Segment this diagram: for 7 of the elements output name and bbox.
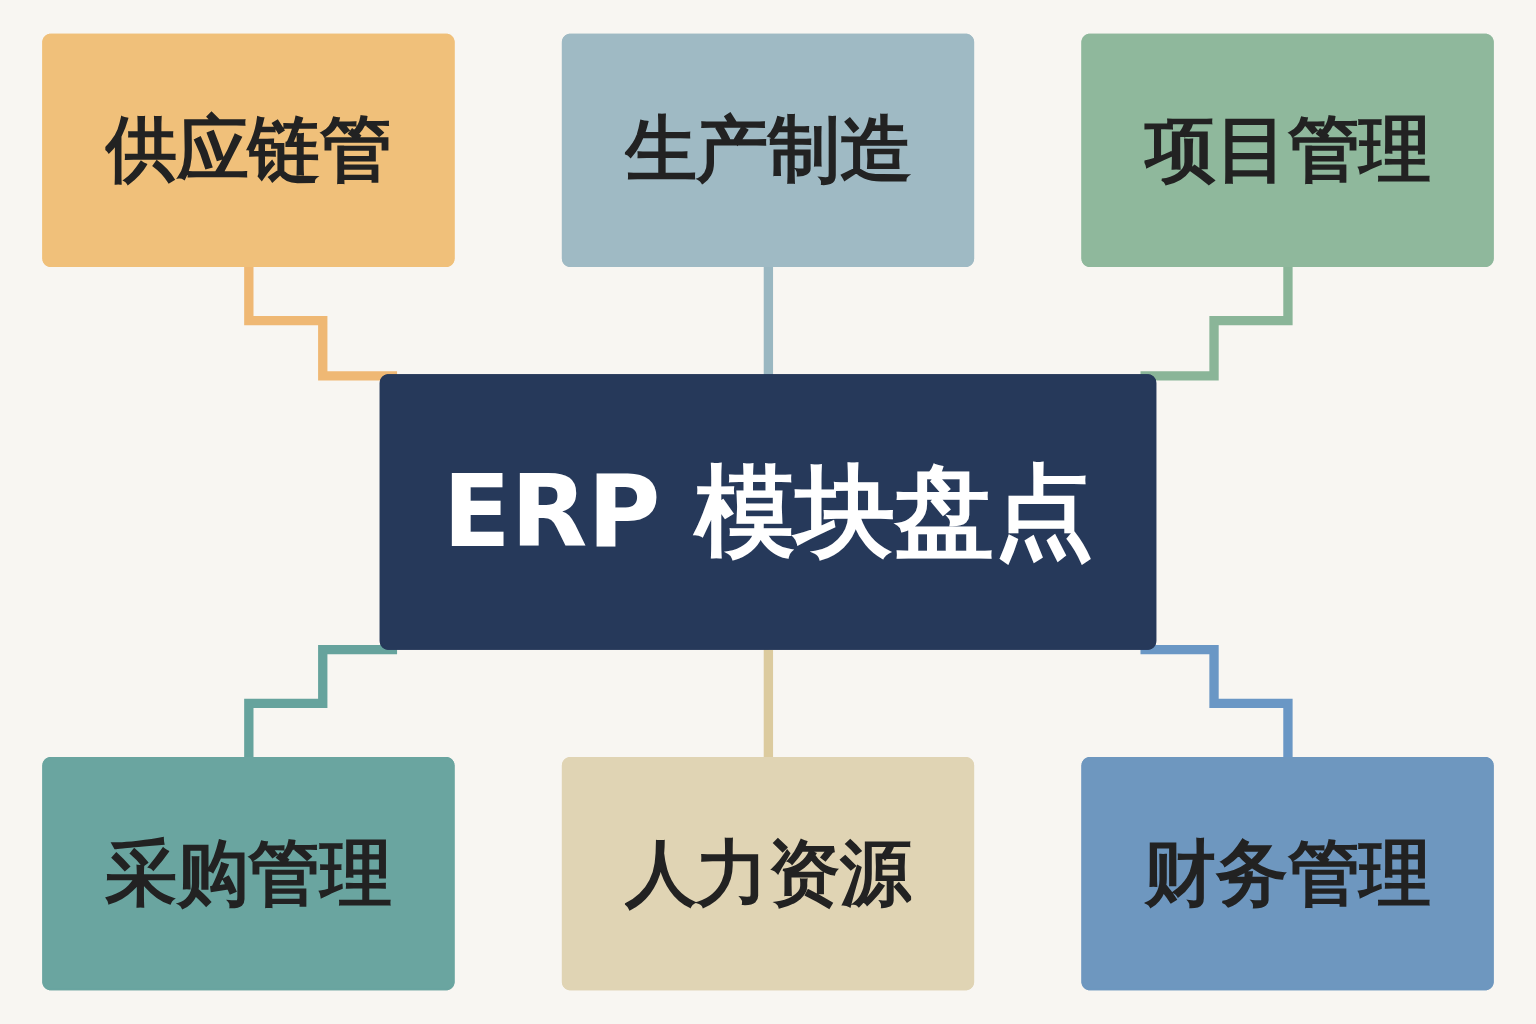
- module-box: 生产制造: [561, 33, 975, 267]
- module-box: 项目管理: [1081, 33, 1494, 267]
- module-box: 供应链管: [42, 33, 455, 267]
- module-box: ERP 模块盘点: [379, 374, 1157, 650]
- module-box: 人力资源: [561, 757, 975, 991]
- module-box: 采购管理: [42, 757, 455, 991]
- module-box: 财务管理: [1081, 757, 1494, 991]
